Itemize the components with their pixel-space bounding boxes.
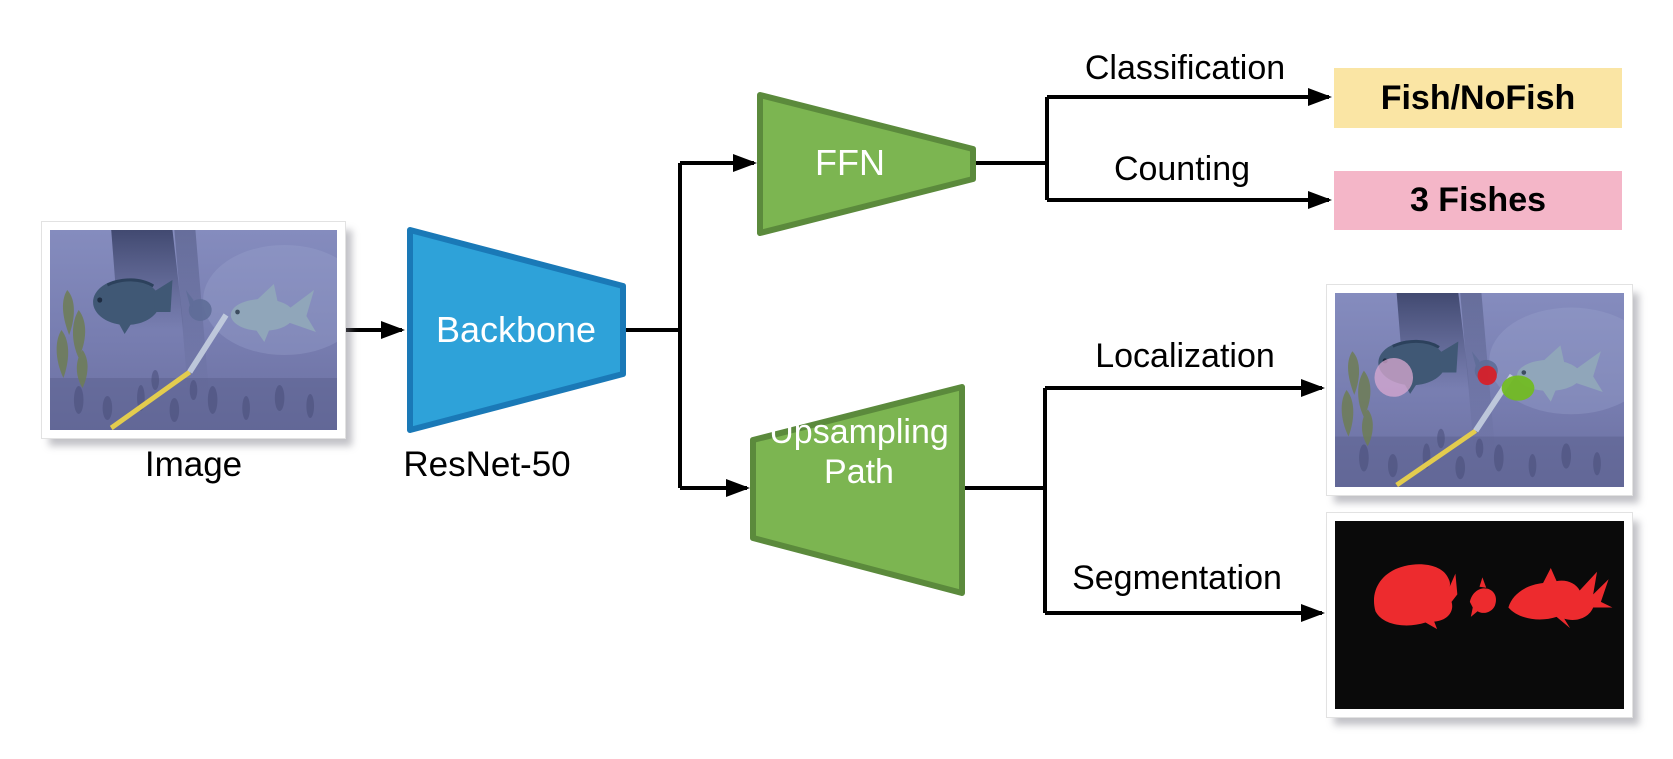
localization-output-photo (1327, 285, 1632, 495)
backbone-label: Backbone (435, 309, 597, 350)
counting-branch-label: Counting (1113, 150, 1251, 188)
backbone-trapezoid (407, 227, 626, 433)
line-backbone-split (623, 163, 682, 488)
underwater-scene (50, 230, 337, 430)
segmentation-fish-silhouettes (1373, 564, 1613, 630)
backbone-caption: ResNet-50 (403, 445, 571, 484)
input-image-caption: Image (144, 445, 243, 484)
localization-marker-red (1477, 365, 1497, 386)
segmentation-branch-label: Segmentation (1072, 559, 1282, 597)
counting-output-box: 3 Fishes (1334, 171, 1622, 230)
upsampling-label: Upsampling Path (769, 413, 949, 491)
ffn-label: FFN (815, 142, 885, 183)
segmentation-mask (1335, 521, 1624, 709)
localization-marker-green (1501, 375, 1535, 401)
line-ffn-split (973, 97, 1049, 200)
ffn-trapezoid (757, 92, 976, 236)
localization-marker-pink (1374, 357, 1414, 397)
localization-branch-label: Localization (1095, 337, 1275, 375)
input-underwater-photo (42, 222, 345, 438)
classification-output-box: Fish/NoFish (1334, 68, 1622, 128)
localization-scene (1335, 293, 1624, 487)
upsampling-trapezoid (750, 384, 965, 596)
line-upsampling-split (962, 388, 1047, 613)
arrows (345, 88, 1332, 622)
segmentation-output-mask (1327, 513, 1632, 717)
classification-branch-label: Classification (1084, 49, 1286, 87)
